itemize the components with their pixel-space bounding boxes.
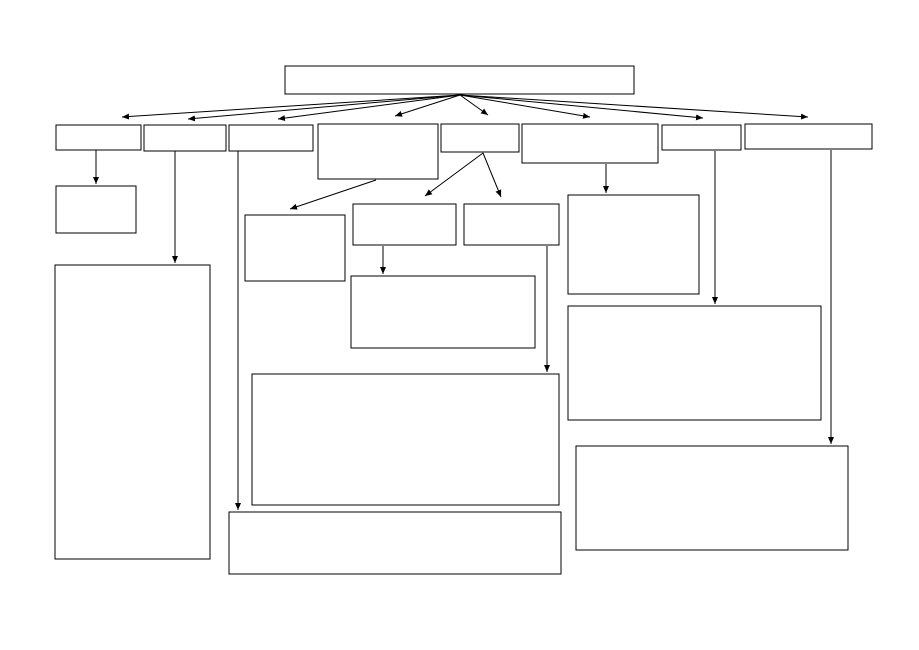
connector-root-to-l1-a	[121, 94, 461, 120]
node-f-child	[567, 194, 700, 295]
connector-root-to-l1-f	[459, 94, 591, 119]
connector-root-to-l1-g	[459, 94, 704, 121]
connector-root-to-l1-e	[459, 94, 489, 116]
node-l1-d	[317, 123, 439, 180]
node-l1-f	[521, 123, 659, 164]
connector-l1-e-to-e-child-2	[482, 152, 502, 198]
node-e1-child	[350, 275, 536, 349]
node-e2-child	[251, 373, 560, 506]
node-group	[54, 65, 873, 575]
node-e-child-2	[463, 203, 560, 246]
node-g-child	[567, 305, 822, 421]
node-l1-c	[228, 124, 314, 152]
connector-root-to-l1-h	[459, 94, 809, 120]
connector-group	[93, 94, 834, 510]
node-l1-g	[661, 124, 742, 151]
node-d-child	[244, 214, 346, 282]
node-h-child	[575, 445, 849, 551]
node-l1-h	[744, 123, 873, 150]
connector-root-to-l1-d	[394, 94, 461, 117]
connector-l1-d-to-d-child	[289, 179, 377, 210]
node-l1-a	[55, 124, 142, 151]
node-l1-b	[143, 124, 227, 152]
node-b-child	[54, 264, 211, 560]
node-e-child-1	[352, 203, 457, 246]
connector-l1-e-to-e-child-1	[424, 152, 484, 197]
node-a-child	[55, 185, 137, 234]
connector-root-to-l1-b	[187, 94, 461, 122]
node-c-child	[228, 511, 562, 575]
connector-root-to-l1-c	[277, 94, 461, 122]
node-l1-e	[440, 123, 520, 153]
node-root	[284, 65, 635, 95]
